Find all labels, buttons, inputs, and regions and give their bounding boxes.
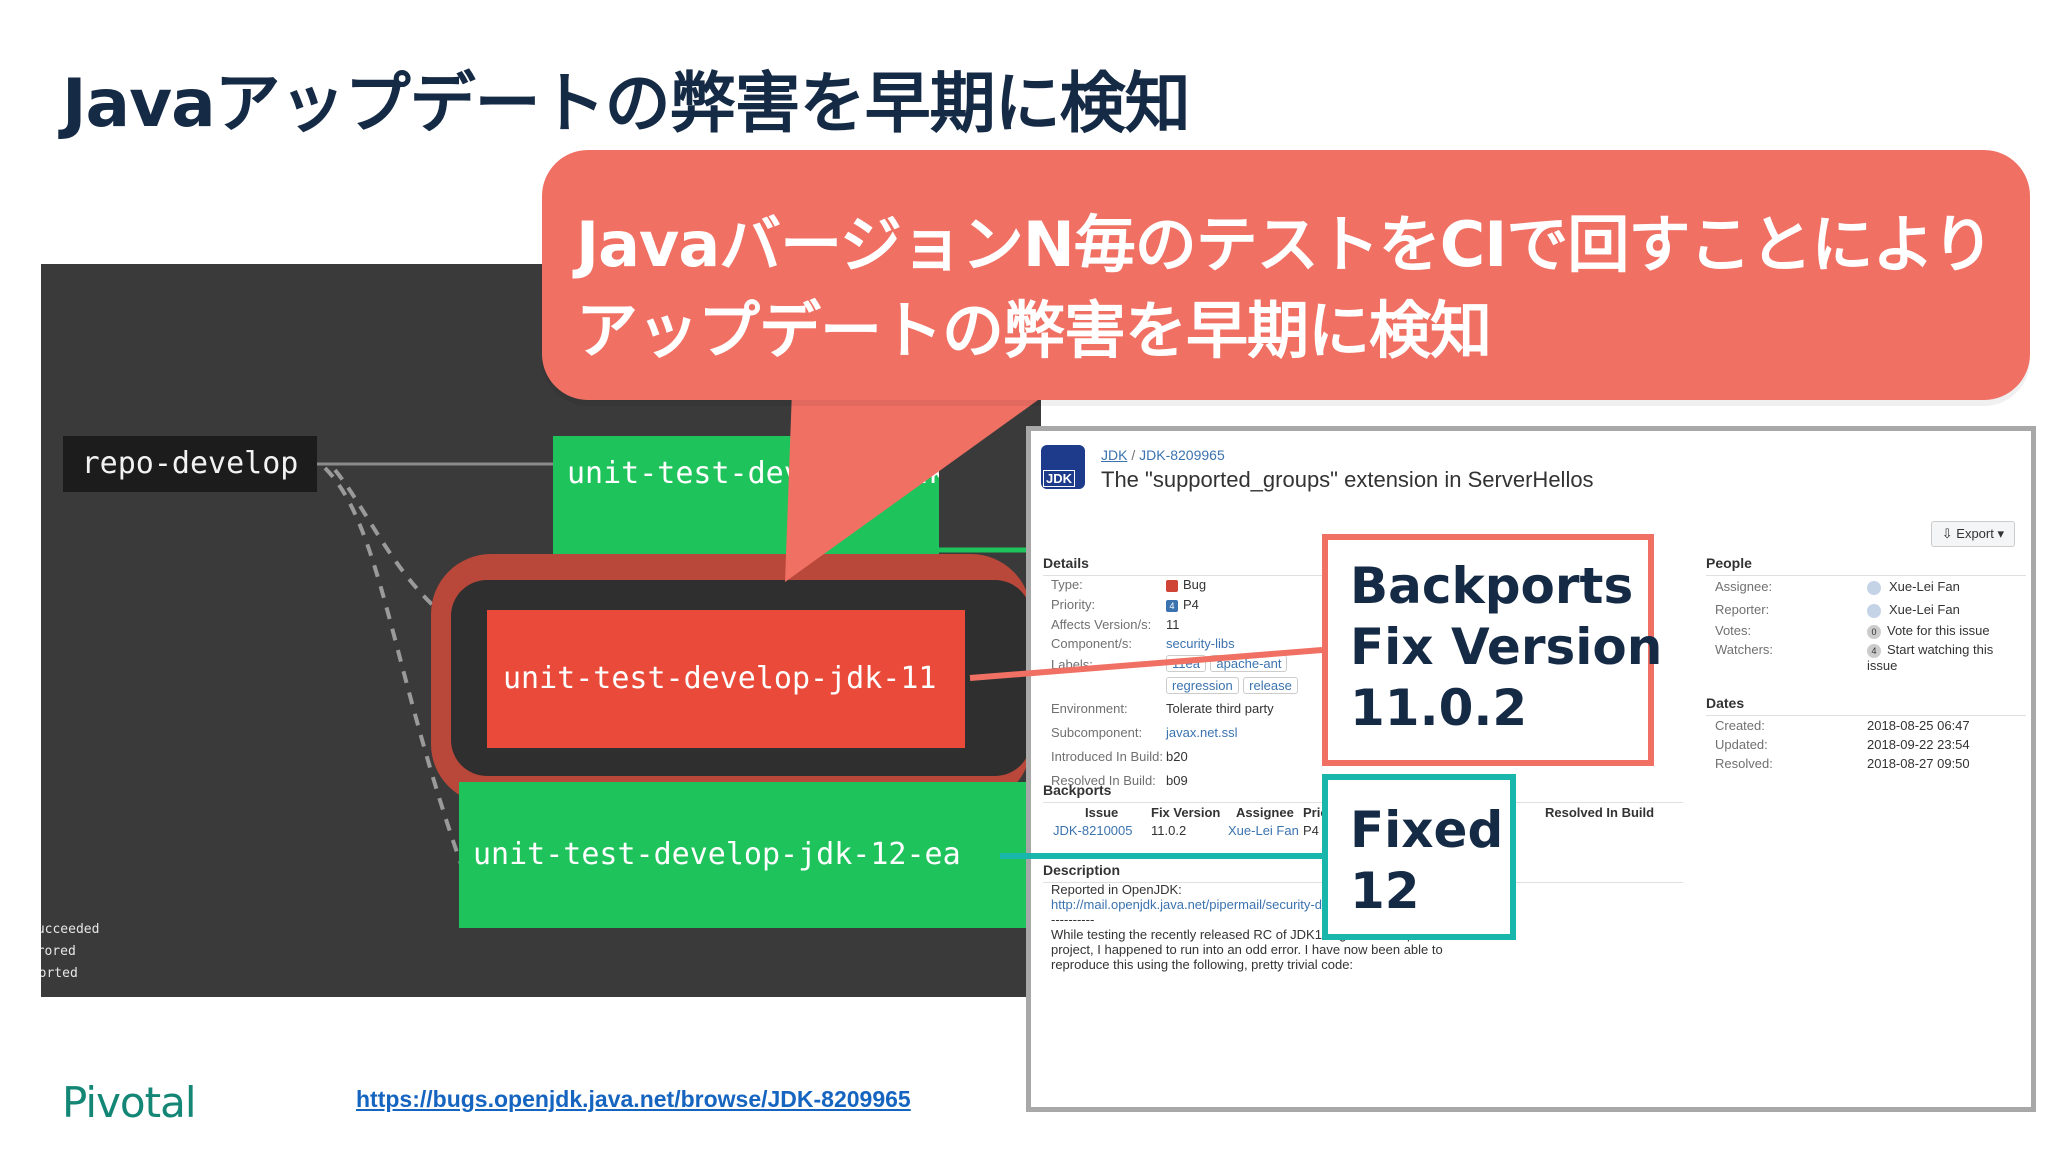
detail-value-environment: Tolerate third party [1166, 701, 1274, 716]
slide-title: Javaアップデートの弊害を早期に検知 [62, 65, 1191, 142]
priority-icon: 4 [1166, 599, 1178, 612]
backport-fix-version: 11.0.2 [1151, 823, 1187, 838]
detail-value-introduced-build: b20 [1166, 749, 1188, 764]
backport-priority: P4 [1303, 823, 1319, 838]
people-label-assignee: Assignee: [1715, 579, 1773, 594]
fix-version-value: 11.0.2 [1350, 679, 1528, 737]
backports-col-issue: Issue [1085, 805, 1119, 820]
label-tag[interactable]: release [1243, 677, 1298, 694]
breadcrumb-project-link[interactable]: JDK [1101, 447, 1128, 463]
labels-row-2: regression release [1166, 677, 1298, 695]
export-icon: ⇩ [1941, 526, 1957, 541]
date-value-updated: 2018-09-22 23:54 [1867, 737, 1970, 752]
issue-title: The "supported_groups" extension in Serv… [1101, 467, 1594, 492]
people-value-assignee[interactable]: Xue-Lei Fan [1867, 579, 1960, 595]
detail-value-resolved-build: b09 [1166, 773, 1188, 788]
fix-version-label: Fix Version [1350, 618, 1663, 676]
labels-row-1: 11ea apache-ant [1166, 655, 1288, 673]
connection-repo-jdk12 [323, 466, 463, 865]
vote-count-badge: 0 [1867, 624, 1881, 639]
date-label-created: Created: [1715, 718, 1765, 733]
backports-label: Backports [1350, 557, 1634, 615]
breadcrumb-issue-key[interactable]: JDK-8209965 [1139, 447, 1225, 463]
details-divider [1043, 575, 1523, 576]
backports-col-assignee: Assignee [1236, 805, 1294, 820]
pivotal-logo: Pivotal [62, 1078, 196, 1127]
backports-col-fix-version: Fix Version [1151, 805, 1221, 820]
dates-heading: Dates [1706, 695, 1745, 711]
source-issue-link[interactable]: https://bugs.openjdk.java.net/browse/JDK… [356, 1086, 911, 1112]
people-divider [1706, 575, 2026, 576]
watch-link-wrap[interactable]: issue [1867, 658, 1898, 673]
label-tag[interactable]: regression [1166, 677, 1239, 694]
description-line: reproduce this using the following, pret… [1051, 957, 1354, 972]
detail-value-subcomponent[interactable]: javax.net.ssl [1166, 725, 1238, 740]
backports-highlight-box: Backports Fix Version 11.0.2 [1322, 534, 1663, 766]
detail-value-affects-version: 11 [1166, 617, 1180, 632]
detail-label-priority: Priority: [1051, 597, 1096, 612]
callout-line-2: アップデートの弊害を早期に検知 [576, 294, 1492, 367]
people-heading: People [1706, 555, 1752, 571]
detail-label-subcomponent: Subcomponent: [1051, 725, 1143, 740]
legend-succeeded: succeeded [41, 922, 100, 937]
detail-label-resolved-build: Resolved In Build: [1051, 773, 1156, 788]
avatar [1867, 580, 1881, 595]
repo-develop-resource[interactable]: repo-develop [63, 436, 317, 492]
callout-line-1: JavaバージョンN毎のテストをCIで回すことにより [576, 208, 1994, 281]
detail-value-type: Bug [1166, 577, 1206, 592]
detail-label-environment: Environment: [1051, 701, 1128, 716]
description-line: project, I happened to run into an odd e… [1051, 942, 1443, 957]
date-label-resolved: Resolved: [1715, 756, 1773, 771]
description-heading: Description [1043, 862, 1121, 878]
date-value-resolved: 2018-08-27 09:50 [1867, 756, 1970, 771]
jira-issue-screenshot: JDK JDK / JDK-8209965 The "supported_gro… [1026, 426, 2036, 1112]
backports-heading: Backports [1043, 782, 1112, 798]
description-line: ---------- [1051, 912, 1095, 927]
breadcrumb: JDK / JDK-8209965 [1101, 447, 1225, 463]
description-line: Reported in OpenJDK: [1051, 882, 1182, 897]
bug-icon [1166, 579, 1178, 592]
backport-issue-link[interactable]: JDK-8210005 [1053, 823, 1133, 838]
date-value-created: 2018-08-25 06:47 [1867, 718, 1970, 733]
details-heading: Details [1043, 555, 1089, 571]
detail-label-components: Component/s: [1051, 636, 1132, 651]
people-label-reporter: Reporter: [1715, 602, 1770, 617]
label-tag[interactable]: 11ea [1166, 655, 1206, 672]
job-unit-test-jdk-12-ea[interactable]: unit-test-develop-jdk-12-ea [459, 782, 1033, 928]
detail-label-affects-version: Affects Version/s: [1051, 617, 1152, 632]
detail-label-labels: Labels: [1051, 657, 1093, 672]
people-label-watchers: Watchers: [1715, 642, 1774, 657]
backport-assignee[interactable]: Xue-Lei Fan [1228, 823, 1299, 838]
label-tag[interactable]: apache-ant [1210, 655, 1288, 672]
jdk-project-logo: JDK [1041, 445, 1085, 489]
fixed-label: Fixed [1350, 801, 1504, 859]
avatar [1867, 603, 1881, 618]
export-button[interactable]: ⇩ Export ▾ [1930, 521, 2015, 547]
date-label-updated: Updated: [1715, 737, 1768, 752]
watcher-count-badge: 4 [1867, 643, 1881, 658]
detail-label-type: Type: [1051, 577, 1083, 592]
detail-value-components[interactable]: security-libs [1166, 636, 1235, 651]
dates-divider [1706, 715, 2026, 716]
detail-label-introduced-build: Introduced In Build: [1051, 749, 1164, 764]
job-unit-test-jdk-11[interactable]: unit-test-develop-jdk-11 [487, 610, 965, 748]
fixed-version-value: 12 [1350, 862, 1420, 920]
backports-col-resolved-build: Resolved In Build [1545, 805, 1655, 820]
callout-bubble [542, 150, 2030, 400]
people-label-votes: Votes: [1715, 623, 1752, 638]
legend-aborted: aborted [41, 966, 78, 981]
legend-errored: errored [41, 944, 76, 959]
people-value-reporter[interactable]: Xue-Lei Fan [1867, 602, 1960, 618]
fixed-highlight-box: Fixed 12 [1322, 774, 1516, 940]
